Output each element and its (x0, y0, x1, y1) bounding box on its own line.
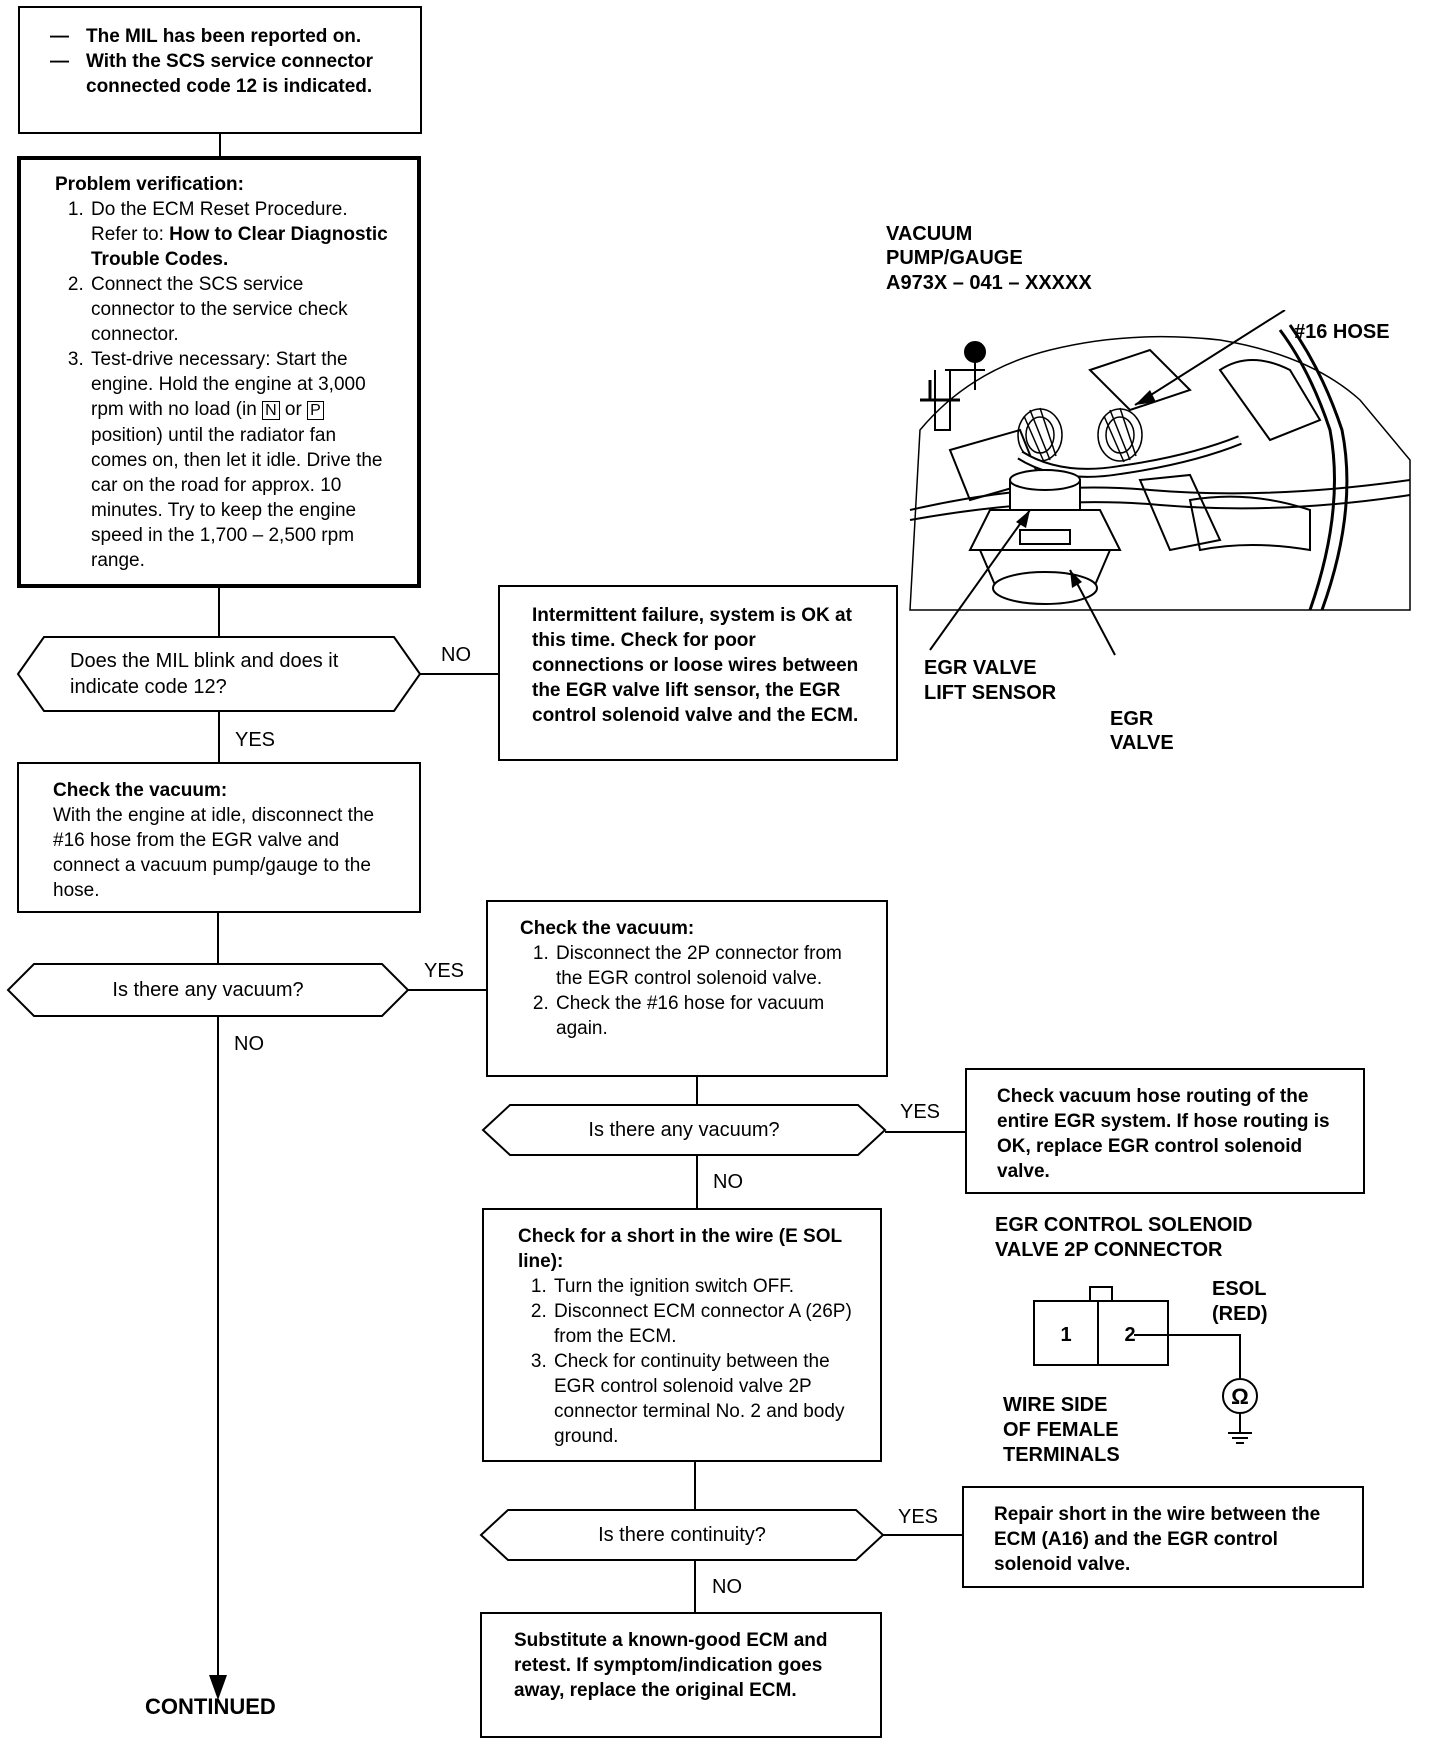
figure2-title-line: VALVE 2P CONNECTOR (995, 1239, 1223, 1261)
check-short-box: Check for a short in the wire (E SOL lin… (482, 1208, 882, 1462)
decision-2-text: Is there any vacuum? (112, 979, 304, 1001)
wire-side-label: OF FEMALE (1003, 1419, 1119, 1441)
gear-p-key: P (307, 401, 324, 420)
verify-step-3: Test-drive necessary: Start the engine. … (89, 347, 389, 573)
esol-label: ESOL (1212, 1278, 1267, 1300)
problem-verification-box: Problem verification: Do the ECM Reset P… (17, 156, 421, 588)
lift-sensor-label: EGR VALVE (924, 657, 1037, 679)
vacuum-2-step: Disconnect the 2P connector from the EGR… (554, 941, 856, 991)
verify-step-3a: Test-drive necessary: Start the engine. … (91, 349, 366, 420)
decision-3-text: Is there any vacuum? (588, 1119, 780, 1141)
repair-text: Repair short in the wire between the ECM… (994, 1504, 1321, 1575)
decision-4-no: NO (712, 1576, 742, 1598)
lift-sensor-label: LIFT SENSOR (924, 682, 1057, 704)
verify-step-3c: position) until the radiator fan comes o… (91, 425, 383, 571)
verify-step-1-link: How to Clear Diagnostic Trouble Codes. (91, 224, 388, 270)
decision-4-yes: YES (898, 1506, 939, 1528)
figure1-title-line: A973X – 041 – XXXXX (886, 272, 1092, 294)
decision-1-no: NO (441, 644, 471, 666)
2p-connector-diagram: 1 2 Ω (1033, 1286, 1258, 1444)
egr-engine-illustration (909, 310, 1411, 656)
decision-diamond (16, 636, 422, 712)
decision-1-text: Does the MIL blink and does it indicate … (70, 650, 339, 698)
vacuum-1-title: Check the vacuum: (53, 780, 228, 801)
substitute-text: Substitute a known-good ECM and retest. … (514, 1630, 828, 1701)
substitute-ecm-box: Substitute a known-good ECM and retest. … (480, 1612, 882, 1738)
short-title: Check for a short in the wire (E SOL lin… (518, 1226, 842, 1272)
esol-label: (RED) (1212, 1303, 1268, 1325)
intermittent-text: Intermittent failure, system is OK at th… (532, 605, 859, 726)
gear-n-key: N (262, 401, 280, 420)
egr-valve-label: VALVE (1110, 732, 1174, 754)
start-box: The MIL has been reported on. With the S… (18, 6, 422, 134)
verify-title: Problem verification: (55, 174, 244, 195)
pin-1-label: 1 (1060, 1324, 1071, 1346)
verify-step-2: Connect the SCS service connector to the… (89, 272, 389, 347)
decision-2-yes: YES (424, 960, 465, 982)
wire-side-label: WIRE SIDE (1003, 1394, 1108, 1416)
arrowhead (209, 1675, 227, 1700)
decision-3-no: NO (713, 1171, 743, 1193)
routing-text: Check vacuum hose routing of the entire … (997, 1086, 1330, 1182)
egr-valve-label: EGR (1110, 708, 1154, 730)
pin-2-label: 2 (1124, 1324, 1135, 1346)
vacuum-2-step: Check the #16 hose for vacuum again. (554, 991, 856, 1041)
short-step: Check for continuity between the EGR con… (552, 1349, 852, 1449)
vacuum-1-body: With the engine at idle, disconnect the … (53, 805, 375, 901)
short-step: Turn the ignition switch OFF. (552, 1274, 852, 1299)
hose-label: #16 HOSE (1294, 321, 1390, 343)
short-step: Disconnect ECM connector A (26P) from th… (552, 1299, 852, 1349)
decision-diamond (6, 963, 410, 1017)
decision-diamond (481, 1104, 887, 1156)
decision-4-text: Is there continuity? (598, 1524, 766, 1546)
continued-label: CONTINUED (145, 1694, 276, 1719)
hose-routing-box: Check vacuum hose routing of the entire … (965, 1068, 1365, 1194)
decision-1-yes: YES (235, 729, 276, 751)
check-vacuum-box-1: Check the vacuum: With the engine at idl… (17, 762, 421, 913)
decision-2-no: NO (234, 1033, 264, 1055)
check-vacuum-box-2: Check the vacuum: Disconnect the 2P conn… (486, 900, 888, 1077)
start-item: The MIL has been reported on. (50, 24, 390, 49)
verify-step-1: Do the ECM Reset Procedure. Refer to: Ho… (89, 197, 389, 272)
start-item: With the SCS service connector connected… (50, 49, 390, 99)
figure1-title-line: PUMP/GAUGE (886, 247, 1023, 269)
repair-short-box: Repair short in the wire between the ECM… (962, 1486, 1364, 1588)
vacuum-2-title: Check the vacuum: (520, 918, 695, 939)
verify-step-3b: or (279, 399, 308, 420)
figure2-title-line: EGR CONTROL SOLENOID (995, 1214, 1253, 1236)
intermittent-failure-box: Intermittent failure, system is OK at th… (498, 585, 898, 761)
decision-3-yes: YES (900, 1101, 941, 1123)
ohmmeter-icon: Ω (1231, 1384, 1249, 1409)
figure1-title-line: VACUUM (886, 223, 973, 245)
verify-step-1-text: Do the ECM Reset Procedure. Refer to: (91, 199, 348, 245)
wire-side-label: TERMINALS (1003, 1444, 1120, 1466)
decision-diamond (479, 1509, 885, 1561)
